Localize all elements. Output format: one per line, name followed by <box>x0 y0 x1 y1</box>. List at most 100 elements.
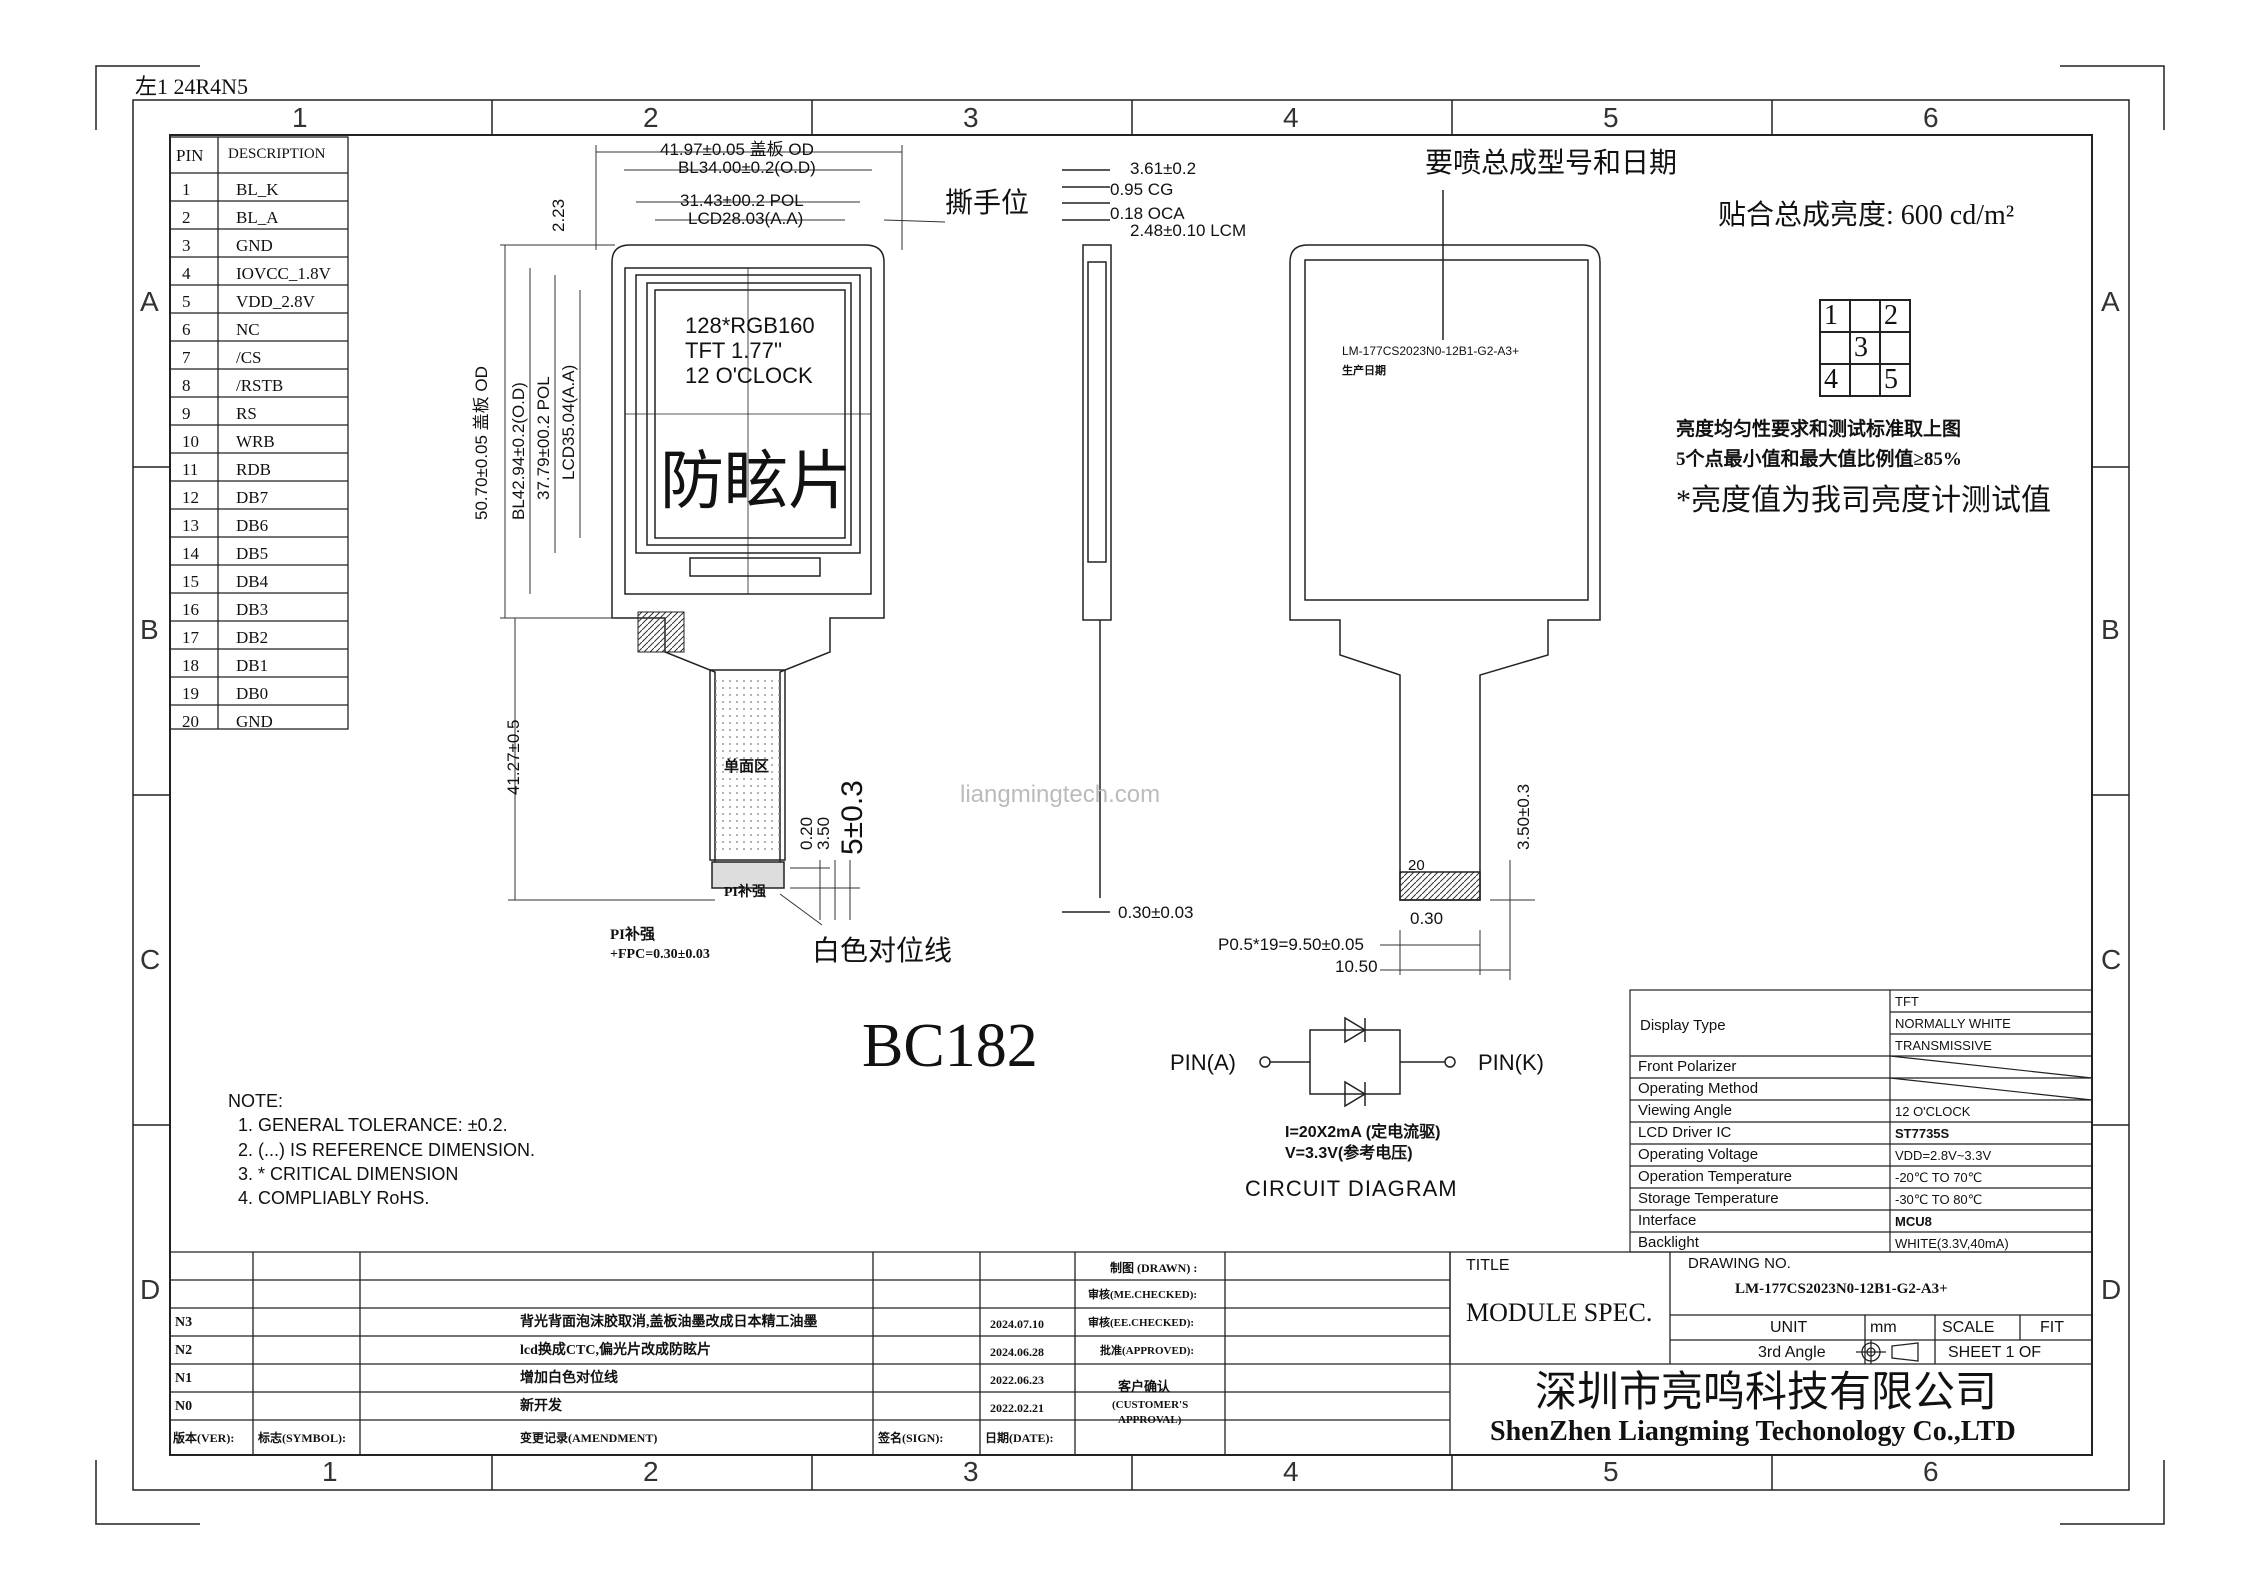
pin-number: 8 <box>182 376 191 395</box>
dim-cover-od-v: 50.70±0.05 盖板 OD <box>472 366 491 520</box>
spec-storage-temp: Storage Temperature <box>1638 1190 1779 1207</box>
zone-row-c-right: C <box>2101 944 2122 975</box>
brightness-pt-4: 4 <box>1824 364 1838 395</box>
spec-operation-temp: Operation Temperature <box>1638 1168 1792 1185</box>
dim-pol-v: 37.79±00.2 POL <box>534 376 553 500</box>
pin-description: VDD_2.8V <box>236 292 315 311</box>
customer-approval-2: (CUSTOMER'S <box>1112 1399 1189 1411</box>
zone-col-6: 6 <box>1923 102 1939 133</box>
note-4: 4. COMPLIABLY RoHS. <box>238 1188 430 1208</box>
dim-lcd-aa: LCD28.03(A.A) <box>688 209 804 228</box>
pin-description: DB4 <box>236 572 269 591</box>
pin-number: 11 <box>182 460 199 479</box>
pin-number: 9 <box>182 404 191 423</box>
pin-description: DB6 <box>236 516 269 535</box>
pin-description: /RSTB <box>236 376 284 395</box>
corner-label: 左1 24R4N5 <box>135 74 249 99</box>
spec-operation-temp-v: -20℃ TO 70℃ <box>1895 1170 1983 1185</box>
pin-description: RDB <box>236 460 271 479</box>
single-side-area-label: 单面区 <box>724 759 770 775</box>
pin-number: 3 <box>182 236 191 255</box>
rev-n1-ver: N1 <box>175 1371 193 1386</box>
circuit-lines <box>1259 1016 1456 1108</box>
pi-note-2: +FPC=0.30±0.03 <box>610 947 710 962</box>
zone-col-4-bottom: 4 <box>1283 1456 1299 1487</box>
zone-row-d: D <box>140 1274 161 1305</box>
back-model-text: LM-177CS2023N0-12B1-G2-A3+ <box>1342 344 1520 358</box>
spec-viewing-angle-v: 12 O'CLOCK <box>1895 1104 1971 1119</box>
spec-display-type-v1: TFT <box>1895 994 1919 1009</box>
rev-n2-desc: lcd换成CTC,偏光片改成防眩片 <box>520 1343 711 1358</box>
pin-number: 15 <box>182 572 199 591</box>
rev-n0-ver: N0 <box>175 1399 193 1414</box>
dim-5-critical: 5±0.3 <box>836 780 869 855</box>
brightness-pt-3: 3 <box>1854 332 1868 363</box>
zone-row-b-right: B <box>2101 614 2120 645</box>
zone-col-5-bottom: 5 <box>1603 1456 1619 1487</box>
rev-n2-ver: N2 <box>175 1343 193 1358</box>
pin-description: /CS <box>236 348 262 367</box>
pin-description: BL_A <box>236 208 279 227</box>
spec-driver-ic: LCD Driver IC <box>1638 1124 1732 1141</box>
pin-description: GND <box>236 712 273 731</box>
unit-value: mm <box>1870 1319 1897 1336</box>
brightness-note-3: *亮度值为我司亮度计测试值 <box>1676 484 2051 517</box>
projection-angle: 3rd Angle <box>1758 1344 1826 1361</box>
pin-table-grid <box>169 136 349 730</box>
pin-description: DB7 <box>236 488 269 507</box>
title-value: MODULE SPEC. <box>1466 1298 1653 1327</box>
side-dim-oca: 0.18 OCA <box>1110 204 1185 223</box>
approval-ee-checked: 审核(EE.CHECKED): <box>1088 1317 1195 1329</box>
pin-description: DB3 <box>236 600 269 619</box>
approval-me-checked: 审核(ME.CHECKED): <box>1088 1289 1198 1301</box>
pin-description: WRB <box>236 432 275 451</box>
rev-footer-date: 日期(DATE): <box>985 1431 1054 1445</box>
zone-col-6-bottom: 6 <box>1923 1456 1939 1487</box>
rev-footer-ver: 版本(VER): <box>173 1431 235 1445</box>
company-name-cn: 深圳市亮鸣科技有限公司 <box>1535 1370 1998 1416</box>
description-header: DESCRIPTION <box>228 146 326 162</box>
zone-row-a: A <box>140 286 159 317</box>
spec-display-type-v2: NORMALLY WHITE <box>1895 1016 2011 1031</box>
rev-n2-date: 2024.06.28 <box>990 1345 1044 1359</box>
drawing-no-value: LM-177CS2023N0-12B1-G2-A3+ <box>1735 1281 1948 1297</box>
dim-fpc-length: 41.27±0.5 <box>504 719 523 795</box>
side-dim-lcm: 2.48±0.10 LCM <box>1130 221 1247 240</box>
zone-row-c: C <box>140 944 161 975</box>
circuit-voltage: V=3.3V(参考电压) <box>1285 1145 1413 1162</box>
approval-drawn: 制图 (DRAWN) : <box>1110 1261 1198 1275</box>
tear-tab-label: 撕手位 <box>945 188 1030 219</box>
side-dim-cg: 0.95 CG <box>1110 180 1174 199</box>
pin-number: 12 <box>182 488 199 507</box>
back-view-outline <box>1289 190 1601 901</box>
pin-number: 14 <box>182 544 199 563</box>
pin-number: 5 <box>182 292 191 311</box>
zone-col-1: 1 <box>292 102 308 133</box>
fpc-dotted-area <box>712 676 782 854</box>
zone-row-a-right: A <box>2101 286 2120 317</box>
side-dim-fpc: 0.30±0.03 <box>1118 903 1194 922</box>
spec-interface: Interface <box>1638 1212 1697 1229</box>
pin-number: 17 <box>182 628 199 647</box>
rev-n0-date: 2022.02.21 <box>990 1401 1044 1415</box>
hatched-pad <box>637 611 685 653</box>
pin-number: 10 <box>182 432 199 451</box>
side-dim-total: 3.61±0.2 <box>1130 159 1197 178</box>
back-dim-0-30: 0.30 <box>1410 909 1444 928</box>
brightness-grid <box>1819 299 1911 397</box>
dim-bl-od-v: BL42.94±0.2(O.D) <box>509 382 528 520</box>
scale-label: SCALE <box>1942 1319 1995 1336</box>
rev-n3-ver: N3 <box>175 1315 193 1330</box>
circuit-current: I=20X2mA (定电流驱) <box>1285 1124 1441 1141</box>
zone-row-d-right: D <box>2101 1274 2122 1305</box>
approval-approved: 批准(APPROVED): <box>1100 1345 1195 1357</box>
pin-description: DB5 <box>236 544 269 563</box>
dim-bl-od: BL34.00±0.2(O.D) <box>678 158 816 177</box>
circuit-title: CIRCUIT DIAGRAM <box>1245 1176 1458 1201</box>
front-view-outline <box>611 244 885 889</box>
rev-footer-symbol: 标志(SYMBOL): <box>258 1431 346 1445</box>
spec-backlight-v: WHITE(3.3V,40mA) <box>1895 1236 2009 1251</box>
zone-row-b: B <box>140 614 159 645</box>
unit-label: UNIT <box>1770 1319 1808 1336</box>
rev-n1-date: 2022.06.23 <box>990 1373 1044 1387</box>
